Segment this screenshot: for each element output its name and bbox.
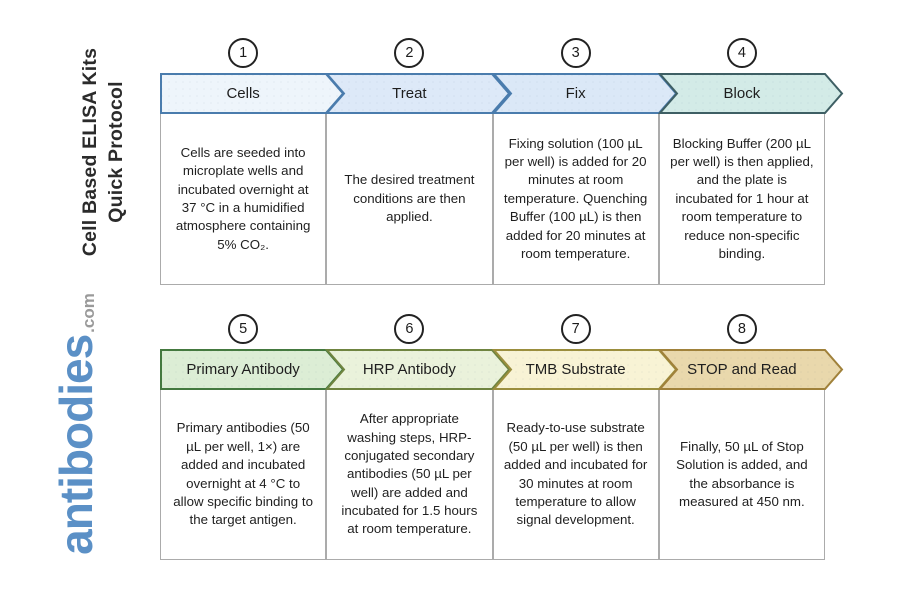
step-header: Primary Antibody bbox=[160, 349, 345, 390]
step-description: The desired treatment conditions are the… bbox=[326, 113, 493, 285]
step-label: Cells bbox=[226, 84, 260, 102]
protocol-step: 5 Primary Antibody Primary antibodies (5… bbox=[160, 314, 345, 560]
step-header: Block bbox=[657, 73, 844, 114]
protocol-row-1: 1 Cells Cells are seeded into microplate… bbox=[160, 38, 844, 285]
step-number-badge: 4 bbox=[726, 38, 757, 68]
step-arrow-shape bbox=[491, 73, 677, 114]
step-header: Fix bbox=[491, 73, 677, 114]
step-header: STOP and Read bbox=[657, 349, 844, 390]
step-number-area: 8 bbox=[659, 314, 825, 344]
step-description: Ready-to-use substrate (50 µL per well) … bbox=[492, 389, 659, 560]
step-number: 2 bbox=[405, 45, 414, 61]
step-number-area: 5 bbox=[160, 314, 326, 344]
step-label: Primary Antibody bbox=[186, 360, 300, 378]
step-label: HRP Antibody bbox=[362, 360, 456, 378]
step-number-area: 3 bbox=[493, 38, 659, 68]
step-arrow-shape bbox=[325, 73, 511, 114]
step-arrow-shape bbox=[160, 349, 345, 390]
protocol-step: 2 Treat The desired treatment conditions… bbox=[325, 38, 511, 285]
step-description: Blocking Buffer (200 µL per well) is the… bbox=[658, 113, 825, 285]
step-number-badge: 1 bbox=[228, 38, 259, 68]
step-number: 8 bbox=[737, 321, 746, 337]
step-number-badge: 3 bbox=[560, 38, 591, 68]
step-description: Cells are seeded into microplate wells a… bbox=[160, 113, 327, 285]
poster-title-line1: Cell Based ELISA Kits bbox=[79, 47, 101, 257]
protocol-step: 6 HRP Antibody After appropriate washing… bbox=[325, 314, 511, 560]
poster-title-line2: Quick Protocol bbox=[104, 81, 127, 223]
step-arrow-shape bbox=[160, 73, 345, 114]
step-number-badge: 2 bbox=[394, 38, 425, 68]
step-number-area: 1 bbox=[160, 38, 326, 68]
step-number-badge: 7 bbox=[560, 314, 591, 344]
step-number-area: 6 bbox=[326, 314, 492, 344]
step-label: TMB Substrate bbox=[525, 360, 626, 378]
step-number-badge: 5 bbox=[228, 314, 259, 344]
step-number-area: 7 bbox=[493, 314, 659, 344]
step-number: 4 bbox=[737, 45, 746, 61]
protocol-step: 8 STOP and Read Finally, 50 µL of Stop S… bbox=[657, 314, 844, 560]
step-header: TMB Substrate bbox=[491, 349, 677, 390]
protocol-step: 4 Block Blocking Buffer (200 µL per well… bbox=[657, 38, 844, 285]
protocol-step: 1 Cells Cells are seeded into microplate… bbox=[160, 38, 345, 285]
brand-logo-text: antibodies bbox=[50, 334, 102, 555]
step-number: 3 bbox=[571, 45, 580, 61]
step-description: After appropriate washing steps, HRP-con… bbox=[326, 389, 493, 560]
step-header: Treat bbox=[325, 73, 511, 114]
step-number: 7 bbox=[571, 321, 580, 337]
step-label: Fix bbox=[565, 84, 586, 102]
brand-logo-suffix: .com bbox=[79, 293, 98, 333]
step-number-badge: 6 bbox=[394, 314, 425, 344]
step-number: 6 bbox=[405, 321, 414, 337]
step-number-area: 4 bbox=[659, 38, 825, 68]
step-arrow-shape bbox=[657, 349, 844, 390]
step-arrow-shape bbox=[657, 73, 844, 114]
brand-logo: antibodies.com bbox=[49, 264, 119, 584]
step-description: Primary antibodies (50 µL per well, 1×) … bbox=[160, 389, 327, 560]
step-label: STOP and Read bbox=[687, 360, 797, 378]
step-description: Finally, 50 µL of Stop Solution is added… bbox=[658, 389, 825, 560]
protocol-step: 3 Fix Fixing solution (100 µL per well) … bbox=[491, 38, 677, 285]
step-header: HRP Antibody bbox=[325, 349, 511, 390]
step-number-badge: 8 bbox=[726, 314, 757, 344]
protocol-row-2: 5 Primary Antibody Primary antibodies (5… bbox=[160, 314, 844, 560]
step-number: 5 bbox=[239, 321, 248, 337]
step-header: Cells bbox=[160, 73, 345, 114]
step-number: 1 bbox=[239, 45, 248, 61]
step-label: Block bbox=[723, 84, 761, 102]
step-label: Treat bbox=[392, 84, 427, 102]
step-description: Fixing solution (100 µL per well) is add… bbox=[492, 113, 659, 285]
protocol-step: 7 TMB Substrate Ready-to-use substrate (… bbox=[491, 314, 677, 560]
step-number-area: 2 bbox=[326, 38, 492, 68]
poster-title: Cell Based ELISA Kits Quick Protocol bbox=[78, 12, 134, 292]
